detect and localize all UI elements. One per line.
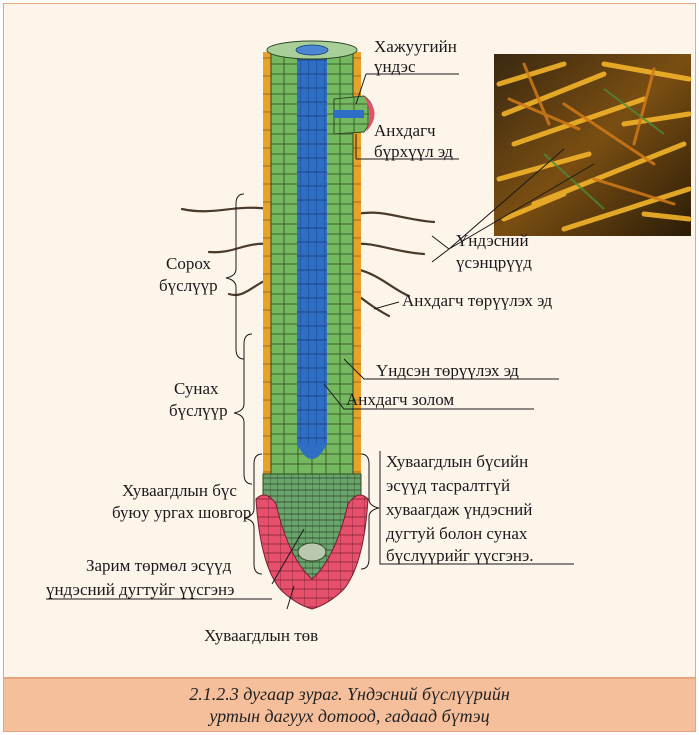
svg-text:бүслүүр: бүслүүр (169, 401, 228, 420)
procambium-label: Үндсэн төрүүлэх эд (376, 361, 519, 380)
svg-text:Үндэсний: Үндэсний (456, 231, 529, 250)
svg-text:Хуваагдлын бүс: Хуваагдлын бүс (122, 481, 237, 500)
svg-text:Анхдагч: Анхдагч (374, 121, 436, 140)
figure-panel: Хажуугийн үндэс Анхдагч бүрхүүл эд Үндэс… (3, 3, 696, 678)
svg-text:үндэсний дугтуйг үүсгэнэ: үндэсний дугтуйг үүсгэнэ (46, 580, 234, 599)
protoderm-label: Анхдагч бүрхүүл эд (374, 121, 453, 161)
svg-text:Хуваагдлын бүсийн: Хуваагдлын бүсийн (386, 452, 528, 471)
svg-text:Зарим төрмөл эсүүд: Зарим төрмөл эсүүд (86, 556, 232, 575)
ground-meristem-label: Анхдагч төрүүлэх эд (402, 291, 553, 310)
quiescent-center-label: Хуваагдлын төв (204, 626, 318, 645)
division-note: Хуваагдлын бүсийн эсүүд тасралтгүй хуваа… (386, 452, 534, 565)
svg-text:үсэнцрүүд: үсэнцрүүд (456, 253, 532, 272)
root-diagram: Хажуугийн үндэс Анхдагч бүрхүүл эд Үндэс… (4, 4, 697, 679)
root-cap-note: Зарим төрмөл эсүүд үндэсний дугтуйг үүсг… (46, 556, 272, 599)
svg-text:буюу ургах шовгор: буюу ургах шовгор (112, 503, 251, 522)
svg-text:бүслүүр: бүслүүр (159, 276, 218, 295)
caption-line-1: 2.1.2.3 дугаар зураг. Үндэсний бүслүүрий… (189, 683, 510, 705)
svg-text:үндэс: үндэс (374, 57, 416, 76)
svg-text:хуваагдаж үндэсний: хуваагдаж үндэсний (386, 500, 532, 519)
svg-text:дугтуй болон сунах: дугтуй болон сунах (386, 524, 528, 543)
caption-line-2: уртын дагуух дотоод, гадаад бүтэц (209, 705, 489, 727)
svg-text:эсүүд тасралтгүй: эсүүд тасралтгүй (386, 476, 510, 495)
svg-text:Сорох: Сорох (166, 254, 211, 273)
lateral-root-label: Хажуугийн үндэс (374, 37, 457, 76)
root-hair-micrograph (494, 54, 691, 236)
svg-text:Хажуугийн: Хажуугийн (374, 37, 457, 56)
svg-text:бүрхүүл эд: бүрхүүл эд (374, 142, 453, 161)
svg-text:бүслүүрийг үүсгэнэ.: бүслүүрийг үүсгэнэ. (386, 546, 534, 565)
elongation-zone-label: Сунах бүслүүр (169, 379, 228, 420)
svg-text:Сунах: Сунах (174, 379, 219, 398)
root-body (256, 41, 375, 609)
root-hairs-label: Үндэсний үсэнцрүүд (456, 231, 532, 272)
absorption-zone-label: Сорох бүслүүр (159, 254, 218, 295)
figure-caption: 2.1.2.3 дугаар зураг. Үндэсний бүслүүрий… (3, 678, 696, 732)
primary-xylem-label: Анхдагч золом (346, 390, 454, 409)
division-zone-label: Хуваагдлын бүс буюу ургах шовгор (112, 481, 251, 522)
